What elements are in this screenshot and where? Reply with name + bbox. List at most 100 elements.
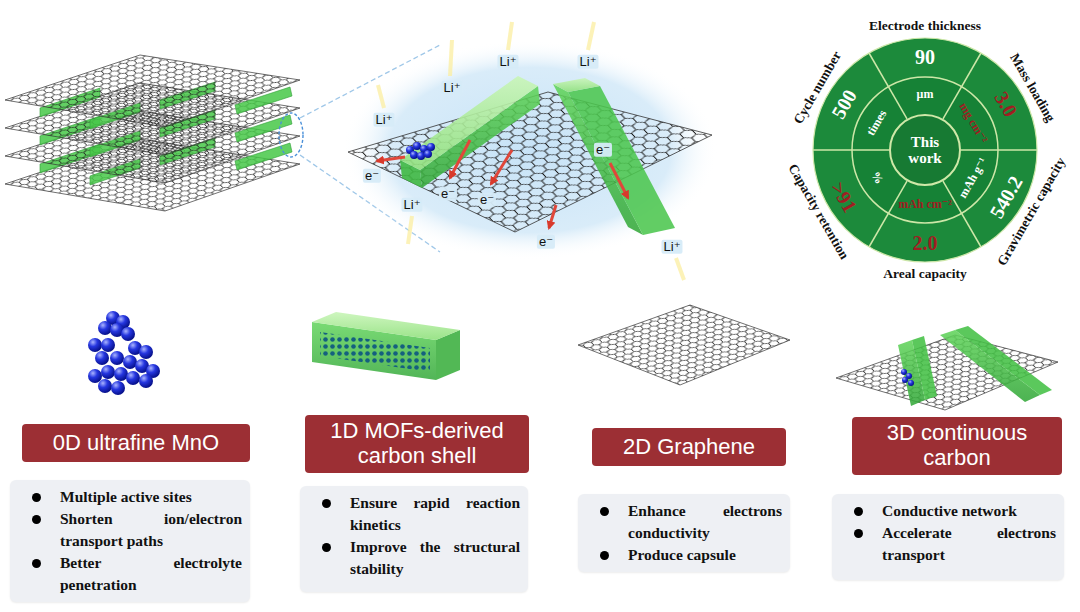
bullet-text: Produce capsule bbox=[628, 544, 782, 566]
axis-label: Electrode thickness bbox=[869, 19, 981, 34]
node-text: 3D continuous carbon bbox=[860, 421, 1054, 470]
mno-particle bbox=[101, 338, 115, 352]
dimension-header: 2D Graphene bbox=[592, 428, 786, 466]
mno-particle bbox=[88, 338, 102, 352]
axis-label: Areal capacity bbox=[883, 267, 966, 282]
ion-label: Li⁺ bbox=[402, 198, 423, 212]
bullet-dot bbox=[322, 499, 331, 508]
feature-panel: Multiple active sitesShorten ion/electro… bbox=[10, 480, 250, 602]
electron-label: e⁻ bbox=[594, 143, 612, 157]
bullet-dot bbox=[600, 551, 609, 560]
carbon-bar-top bbox=[553, 78, 600, 92]
carbon-bar-face bbox=[955, 326, 1052, 395]
light-ray bbox=[588, 22, 594, 50]
node-text: 2D Graphene bbox=[623, 435, 755, 460]
mno-particle bbox=[139, 374, 153, 388]
electron-arrow bbox=[610, 163, 628, 198]
metric-value: 2.0 bbox=[913, 232, 938, 254]
dimension-header: 1D MOFs-derived carbon shell bbox=[305, 415, 529, 473]
mno-particle bbox=[88, 369, 102, 383]
sector-line bbox=[869, 53, 907, 119]
bullet-dot bbox=[32, 493, 41, 502]
bullet-text: Conductive network bbox=[882, 500, 1056, 522]
graphene-sheet bbox=[578, 305, 790, 385]
bullet-dot bbox=[322, 543, 331, 552]
electron-arrow bbox=[450, 140, 470, 178]
feature-panel: Conductive networkAccelerate electrons t… bbox=[832, 494, 1064, 580]
mno-particle bbox=[413, 142, 421, 150]
ion-label: Li⁺ bbox=[578, 55, 599, 69]
mno-particle bbox=[121, 327, 135, 341]
dimension-header: 0D ultrafine MnO bbox=[22, 424, 250, 462]
mno-particle bbox=[101, 365, 115, 379]
electron-label: e⁻ bbox=[439, 187, 457, 201]
bullet-text: Enhance electrons conductivity bbox=[628, 500, 782, 544]
node-text: 1D MOFs-derived carbon shell bbox=[313, 419, 521, 468]
light-ray bbox=[508, 22, 512, 50]
result-circle: This work bbox=[889, 114, 961, 186]
zoom-glow bbox=[342, 40, 718, 260]
metric-value: 90 bbox=[915, 46, 935, 68]
metric-unit: mAh cm⁻² bbox=[898, 198, 952, 211]
chart-ring bbox=[813, 38, 1037, 262]
mno-particle bbox=[424, 150, 432, 158]
sector-line bbox=[869, 181, 907, 247]
mno-particle bbox=[139, 345, 153, 359]
mno-particle bbox=[427, 143, 435, 151]
node-text: 0D ultrafine MnO bbox=[53, 431, 219, 456]
bullet-dot bbox=[32, 559, 41, 568]
sector-line bbox=[813, 149, 889, 151]
bullet-dot bbox=[600, 507, 609, 516]
mno-particles bbox=[320, 332, 430, 372]
bullet-dot bbox=[854, 529, 863, 538]
ion-label: Li⁺ bbox=[662, 240, 683, 254]
zoom-circle bbox=[279, 113, 303, 157]
mno-particle bbox=[111, 381, 125, 395]
electron-arrow bbox=[377, 157, 405, 161]
mno-particle bbox=[410, 151, 418, 159]
graphene-sheet bbox=[5, 55, 300, 127]
electron-label: e⁻ bbox=[478, 193, 496, 207]
bullet-text: Shorten ion/electron transport paths bbox=[60, 508, 242, 552]
bullet-text: Improve the structural stability bbox=[350, 536, 520, 580]
mno-particle bbox=[98, 321, 112, 335]
mno-particle bbox=[98, 379, 112, 393]
light-ray bbox=[378, 85, 384, 108]
bullet-text: Accelerate electrons transport bbox=[882, 522, 1056, 566]
dimension-header: 3D continuous carbon bbox=[852, 417, 1062, 475]
carbon-bar-top bbox=[400, 76, 538, 170]
ion-label: Li⁺ bbox=[498, 55, 519, 69]
electron-label: e⁻ bbox=[537, 235, 555, 249]
mno-particle bbox=[902, 377, 908, 383]
electron-arrow bbox=[549, 205, 556, 228]
mno-particle bbox=[123, 355, 137, 369]
node-text: This work bbox=[895, 134, 955, 167]
carbon-bar-face bbox=[568, 86, 675, 235]
light-ray bbox=[450, 40, 452, 76]
mno-particle bbox=[417, 152, 425, 160]
bullet-dot bbox=[854, 507, 863, 516]
ion-label: Li⁺ bbox=[442, 81, 463, 95]
metric-unit: μm bbox=[917, 88, 934, 101]
carbon-bar-face bbox=[912, 336, 937, 400]
mno-particle bbox=[908, 380, 914, 386]
bullet-dot bbox=[32, 515, 41, 524]
light-ray bbox=[408, 216, 412, 244]
bullet-text: Better electrolyte penetration bbox=[60, 552, 242, 596]
carbon-bar-face bbox=[940, 330, 1040, 402]
mno-particle bbox=[126, 371, 140, 385]
electron-label: e⁻ bbox=[363, 169, 381, 183]
electron-arrow bbox=[491, 150, 512, 184]
light-ray bbox=[676, 258, 684, 280]
feature-panel: Ensure rapid reaction kineticsImprove th… bbox=[300, 486, 528, 592]
bullet-text: Multiple active sites bbox=[60, 486, 242, 508]
mno-particle bbox=[95, 351, 109, 365]
ion-label: Li⁺ bbox=[374, 113, 395, 127]
sector-line bbox=[961, 149, 1037, 151]
mno-particle bbox=[114, 367, 128, 381]
mno-particle bbox=[901, 369, 907, 375]
carbon-shell-top bbox=[312, 312, 460, 340]
feature-panel: Enhance electrons conductivityProduce ca… bbox=[578, 494, 790, 572]
bullet-text: Ensure rapid reaction kinetics bbox=[350, 492, 520, 536]
